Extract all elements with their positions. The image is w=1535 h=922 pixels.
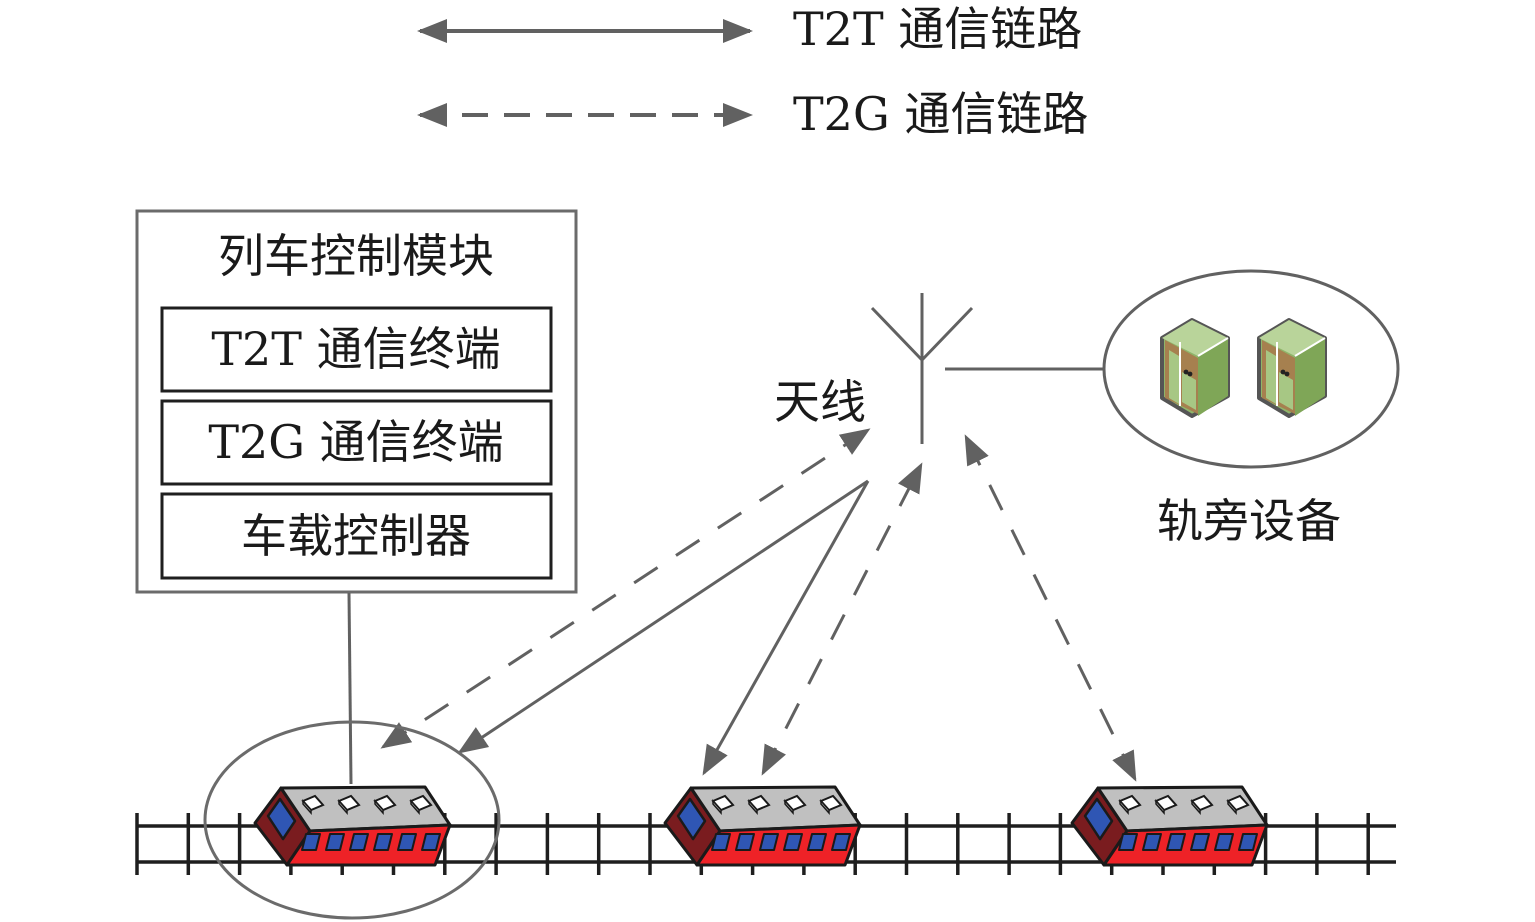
trackside-label: 轨旁设备 [1157,494,1341,548]
component-t2g-terminal: T2G 通信终端 [160,399,553,486]
component-onboard-controller: 车载控制器 [160,492,553,580]
t2t-link-train2 [702,480,870,776]
svg-text:T2G 通信终端: T2G 通信终端 [208,415,503,469]
train-window [301,833,321,851]
train-window [831,833,851,851]
svg-text:T2T 通信终端: T2T 通信终端 [211,322,500,376]
train-window [397,833,417,851]
trackside-ellipse [1102,269,1400,469]
trains [253,785,1269,867]
antenna: 天线 [774,293,1105,444]
train-window [1142,833,1162,851]
legend: T2T 通信链路 T2G 通信链路 [417,2,1088,141]
antenna-label: 天线 [774,375,866,429]
server-icon [1160,318,1230,418]
train-window [421,833,441,851]
train-window [711,833,731,851]
t2g-link-train2 [761,462,923,776]
train-window [349,833,369,851]
train-window [759,833,779,851]
train-icon [663,785,862,867]
train-window [1190,833,1210,851]
module-connector-line [347,592,353,785]
server-icon [1257,318,1327,418]
train-window [1214,833,1234,851]
train-window [807,833,827,851]
svg-text:车载控制器: 车载控制器 [241,509,471,563]
legend-item-t2t: T2T 通信链路 [417,2,1082,56]
legend-item-t2g: T2G 通信链路 [417,87,1088,141]
train-window [783,833,803,851]
train-window [735,833,755,851]
train-window [1166,833,1186,851]
legend-t2t-label: T2T 通信链路 [793,2,1082,56]
trackside-equipment: 轨旁设备 [1102,269,1400,548]
module-title: 列车控制模块 [218,229,494,283]
antenna-icon [870,293,974,444]
communication-links [380,428,1137,782]
legend-t2g-label: T2G 通信链路 [793,87,1088,141]
train-window [1238,833,1258,851]
train-icon [253,785,452,867]
train-icon [1070,785,1269,867]
train-window [1118,833,1138,851]
t2g-link-train3 [964,434,1137,782]
train-window [373,833,393,851]
component-t2t-terminal: T2T 通信终端 [160,306,553,393]
train-window [325,833,345,851]
selected-train-ellipse [203,720,501,920]
train-control-module: 列车控制模块 T2T 通信终端 T2G 通信终端 车载控制器 [135,209,578,785]
